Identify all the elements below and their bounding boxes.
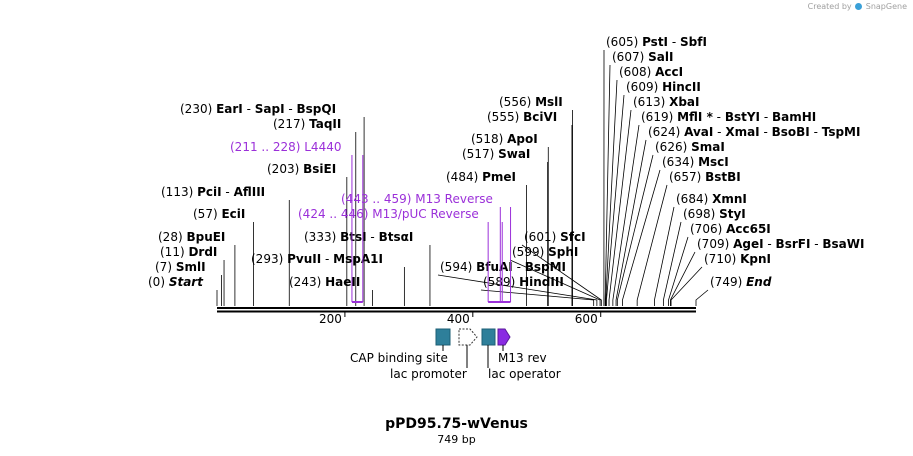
site-connector-lines	[216, 49, 709, 306]
site-label[interactable]: (293) PvuII - MspA1I	[251, 252, 383, 266]
axis-tick-label: 200	[319, 312, 342, 326]
credit-text: Created by	[807, 2, 852, 11]
site-connector	[604, 64, 611, 306]
plasmid-name: pPD95.75-wVenus	[385, 416, 528, 432]
site-label[interactable]: (484) PmeI	[446, 170, 516, 184]
site-label[interactable]: (11) DrdI	[160, 245, 217, 259]
primer-label[interactable]: (424 .. 446) M13/pUC Reverse	[298, 207, 479, 221]
site-label[interactable]: (706) Acc65I	[690, 222, 771, 236]
site-connector	[608, 109, 632, 306]
axis-tick-label: 400	[447, 312, 470, 326]
site-label[interactable]: (0) Start	[148, 275, 204, 289]
site-label[interactable]: (749) End	[710, 275, 772, 289]
site-label[interactable]: (57) EciI	[193, 207, 245, 221]
site-label[interactable]: (517) SwaI	[462, 147, 530, 161]
m13-rev-arrow[interactable]	[497, 328, 511, 346]
lac-operator-box[interactable]	[481, 328, 496, 346]
site-label[interactable]: (7) SmlI	[155, 260, 206, 274]
axis-tick-label: 600	[575, 312, 598, 326]
site-label[interactable]: (230) EarI - SapI - BspQI	[180, 102, 336, 116]
site-label[interactable]: (589) HindIII	[483, 275, 564, 289]
credit-brand: SnapGene	[865, 2, 907, 11]
primer-label[interactable]: (443 .. 459) M13 Reverse	[341, 192, 493, 206]
feature-label-m13-rev: M13 rev	[498, 351, 547, 365]
snapgene-credit: Created by SnapGene	[808, 2, 907, 11]
site-label[interactable]: (333) BtsI - BtsαI	[304, 230, 413, 244]
site-label[interactable]: (684) XmnI	[676, 192, 747, 206]
site-label[interactable]: (113) PciI - AflIII	[161, 185, 265, 199]
site-connector	[662, 221, 682, 306]
site-label[interactable]: (594) BfuAI - BspMI	[440, 260, 566, 274]
site-labels: (0) Start(7) SmlI(11) DrdI(28) BpuEI (57)…	[148, 35, 864, 289]
site-connector	[622, 169, 661, 306]
axis-ticks: 200 400 600	[319, 311, 602, 326]
site-label[interactable]: (203) BsiEI	[267, 162, 336, 176]
site-label[interactable]: (28) BpuEI	[158, 230, 225, 244]
site-connector	[606, 94, 625, 306]
site-label[interactable]: (556) MslI	[499, 95, 563, 109]
primer-annotations: (211 .. 228) L4440 (443 .. 459) M13 Rever…	[230, 140, 512, 303]
site-connector	[612, 124, 640, 306]
site-connector	[670, 251, 696, 306]
site-label[interactable]: (609) HincII	[626, 80, 701, 94]
plasmid-size: 749 bp	[437, 433, 476, 446]
site-label[interactable]: (698) StyI	[683, 207, 746, 221]
site-label[interactable]: (601) SfcI	[524, 230, 586, 244]
lac-promoter-arrow[interactable]	[458, 328, 478, 346]
feature-label-cap: CAP binding site	[350, 351, 448, 365]
site-label[interactable]: (605) PstI - SbfI	[606, 35, 707, 49]
site-label[interactable]: (518) ApoI	[471, 132, 538, 146]
site-connector	[509, 259, 601, 306]
site-label[interactable]: (243) HaeII	[289, 275, 360, 289]
snapgene-logo-icon	[855, 3, 863, 10]
site-label[interactable]: (599) SphI	[512, 245, 578, 259]
site-label[interactable]: (217) TaqII	[273, 117, 341, 131]
site-connector	[615, 139, 647, 306]
site-label[interactable]: (626) SmaI	[655, 140, 725, 154]
feature-label-lac-operator: lac operator	[488, 367, 561, 381]
site-label[interactable]: (608) AccI	[619, 65, 683, 79]
cap-binding-site-box[interactable]	[435, 328, 451, 346]
site-connector	[695, 289, 709, 306]
site-connector	[654, 206, 675, 306]
site-label[interactable]: (607) SalI	[612, 50, 673, 64]
site-connector	[670, 266, 703, 306]
site-label[interactable]: (624) AvaI - XmaI - BsoBI - TspMI	[648, 125, 860, 139]
site-label[interactable]: (613) XbaI	[633, 95, 700, 109]
feature-label-lac-promoter: lac promoter	[390, 367, 467, 381]
site-connector	[521, 244, 602, 306]
site-connector	[480, 289, 595, 306]
site-label[interactable]: (657) BstBI	[669, 170, 741, 184]
site-connector	[636, 184, 668, 306]
site-connector	[668, 236, 689, 306]
site-label[interactable]: (555) BciVI	[487, 110, 557, 124]
site-label[interactable]: (634) MscI	[662, 155, 729, 169]
primer-label[interactable]: (211 .. 228) L4440	[230, 140, 341, 154]
site-connector	[605, 79, 618, 306]
site-label[interactable]: (709) AgeI - BsrFI - BsaWI	[697, 237, 864, 251]
site-label[interactable]: (710) KpnI	[704, 252, 771, 266]
site-connector	[437, 274, 598, 306]
site-connector	[616, 154, 654, 306]
site-label[interactable]: (619) MflI * - BstYI - BamHI	[641, 110, 816, 124]
